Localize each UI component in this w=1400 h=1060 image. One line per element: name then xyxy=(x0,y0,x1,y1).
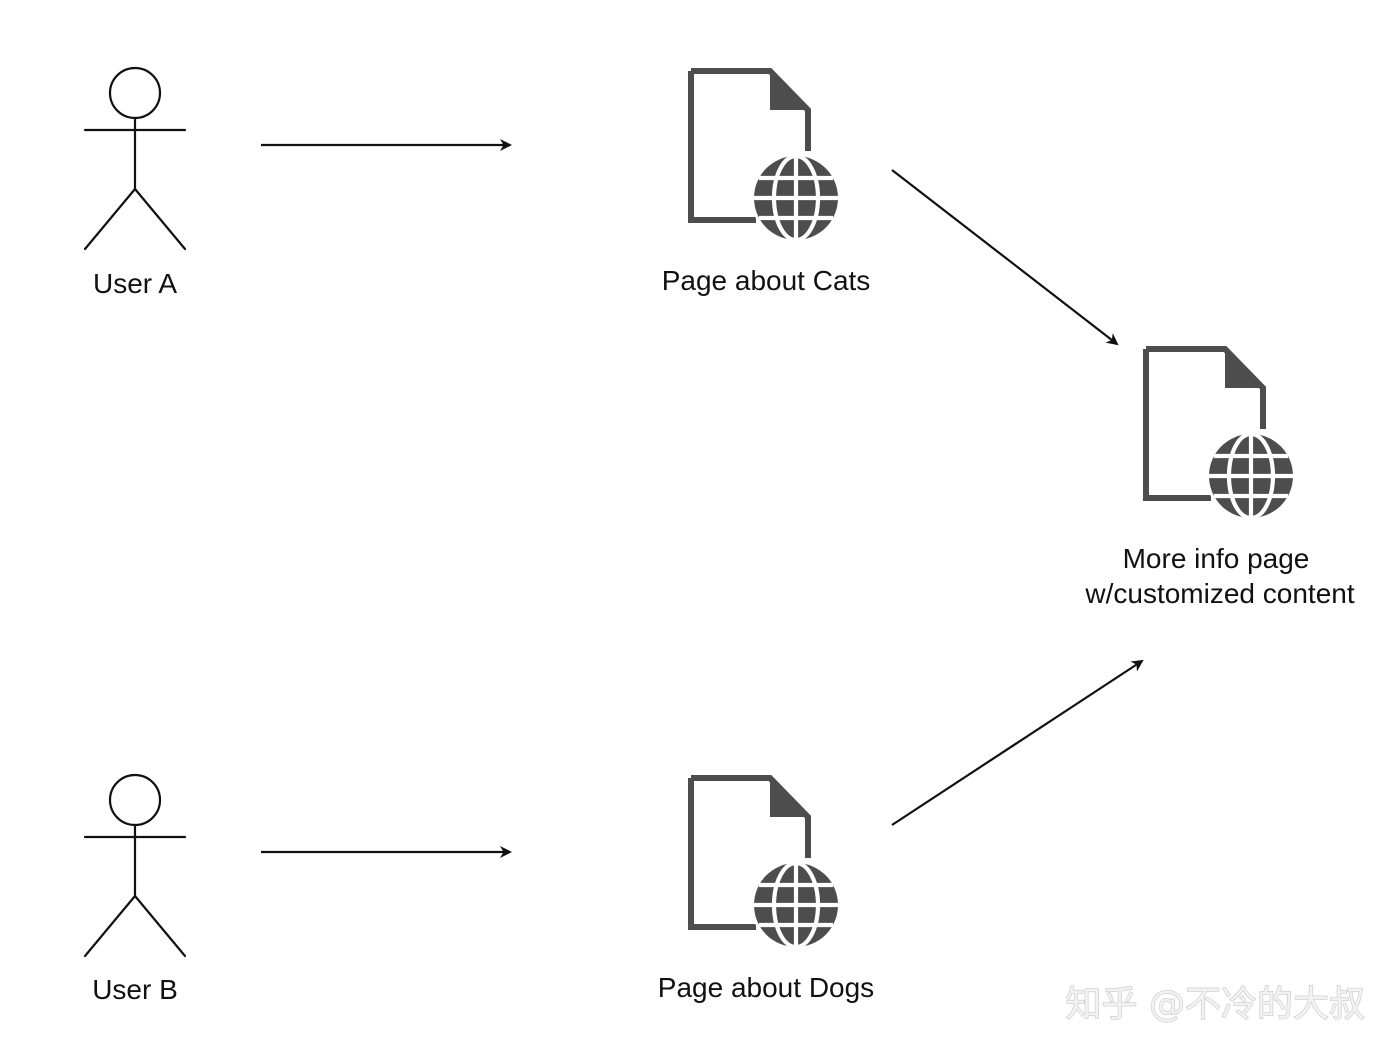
arrow-page-cats-to-more-info xyxy=(891,169,1119,346)
web-page-globe-icon xyxy=(691,778,841,950)
page-cats-node: Page about Cats xyxy=(662,71,871,296)
user-b-label: User B xyxy=(92,974,178,1005)
stick-figure-icon xyxy=(83,66,187,251)
watermark-text: 知乎 @不冷的大叔 xyxy=(1066,984,1365,1025)
page-dogs-node: Page about Dogs xyxy=(658,778,874,1003)
user-a-label: User A xyxy=(93,268,177,299)
page-more-info-label-line-1: More info page xyxy=(1123,543,1310,574)
actor-user-b: User B xyxy=(83,773,187,1005)
connections xyxy=(261,139,1144,858)
arrow-page-dogs-to-more-info xyxy=(891,659,1144,826)
web-page-globe-icon xyxy=(691,71,841,243)
page-more-info-label-line-2: w/customized content xyxy=(1084,578,1354,609)
page-dogs-label: Page about Dogs xyxy=(658,972,874,1003)
actor-user-a: User A xyxy=(83,66,187,299)
stick-figure-icon xyxy=(83,773,187,958)
web-page-globe-icon xyxy=(1146,349,1296,521)
page-cats-label: Page about Cats xyxy=(662,265,871,296)
page-more-info-node: More info page w/customized content xyxy=(1084,349,1355,609)
